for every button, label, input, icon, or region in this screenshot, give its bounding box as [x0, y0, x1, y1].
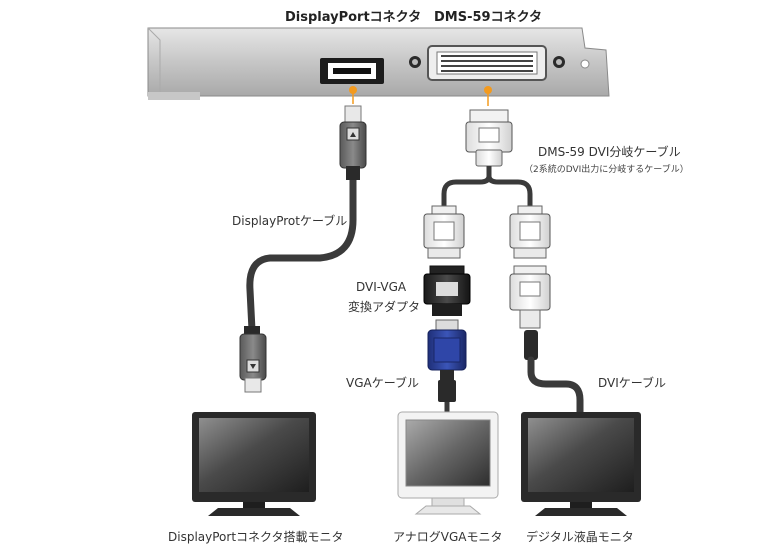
displayport-port-icon: [320, 58, 384, 84]
monitor-digital-lcd: [521, 412, 641, 516]
connection-markers: [349, 86, 492, 106]
label-dms59-connector: DMS-59コネクタ: [434, 10, 543, 25]
label-displayport-cable: DisplayProtケーブル: [232, 214, 348, 228]
graphics-card-bracket: [147, 27, 610, 100]
label-dvi-vga-adapter-line2: 変換アダプタ: [348, 300, 421, 314]
label-dms59-cable: DMS-59 DVI分岐ケーブル: [538, 145, 681, 159]
label-displayport-connector: DisplayPortコネクタ: [285, 10, 422, 25]
label-monitor-digital-lcd: デジタル液晶モニタ: [526, 530, 634, 544]
label-monitor-analog-vga: アナログVGAモニタ: [393, 530, 503, 544]
label-vga-cable: VGAケーブル: [346, 376, 419, 390]
dms59-port-icon: [427, 45, 547, 81]
bracket-screw-icon: [409, 56, 590, 69]
dvi-cable: [509, 265, 584, 418]
vga-cable: [427, 319, 467, 414]
label-dvi-cable: DVIケーブル: [598, 376, 667, 390]
label-monitor-displayport: DisplayPortコネクタ搭載モニタ: [168, 530, 344, 544]
label-dms59-cable-note: （2系統のDVI出力に分岐するケーブル）: [524, 165, 689, 175]
dms59-splitter-cable: [423, 109, 551, 259]
monitor-displayport: [192, 412, 316, 516]
displayport-cable: [239, 105, 367, 393]
monitor-analog-vga: [397, 411, 499, 515]
dvi-vga-adapter: [423, 265, 471, 316]
label-dvi-vga-adapter-line1: DVI-VGA: [356, 280, 407, 294]
